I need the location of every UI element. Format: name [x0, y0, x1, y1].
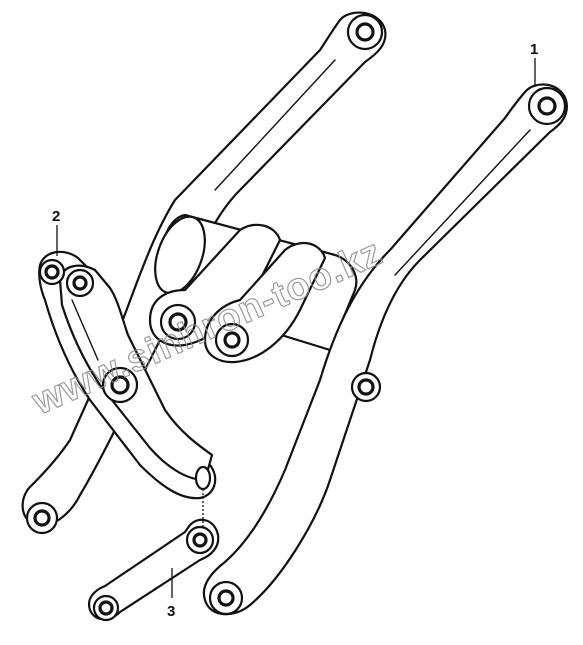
- bellcrank-top-pin-hole: [44, 264, 60, 280]
- bracket-right-pin-hole: [223, 331, 241, 349]
- front-arm-top-pin-hole: [537, 96, 557, 116]
- callout-2: 2: [52, 208, 60, 256]
- front-lift-arm: [202, 83, 568, 616]
- callout-1: 1: [530, 41, 538, 86]
- tilt-link: [87, 489, 220, 622]
- back-arm-bottom-pin-hole: [33, 509, 51, 527]
- tube-brackets: [148, 223, 327, 364]
- bellcrank-center-pin-hole: [110, 375, 130, 395]
- bellcrank-lever: [38, 250, 217, 500]
- callout-3-label: 3: [167, 603, 175, 620]
- bellcrank-bottom-pin-hole: [194, 465, 212, 491]
- tilt-link-bottom-pin-hole: [98, 600, 114, 616]
- bellcrank-upper-pin-hole: [72, 275, 88, 291]
- bracket-left-pin-hole: [168, 312, 188, 332]
- callout-2-label: 2: [52, 208, 60, 225]
- front-arm-bottom-pin-hole: [217, 589, 235, 607]
- back-arm-top-pin-hole: [355, 22, 375, 42]
- front-arm-mid-pin-hole: [357, 378, 375, 396]
- callout-1-label: 1: [530, 41, 538, 58]
- tilt-link-top-pin-hole: [192, 532, 208, 548]
- callout-3: 3: [167, 568, 175, 620]
